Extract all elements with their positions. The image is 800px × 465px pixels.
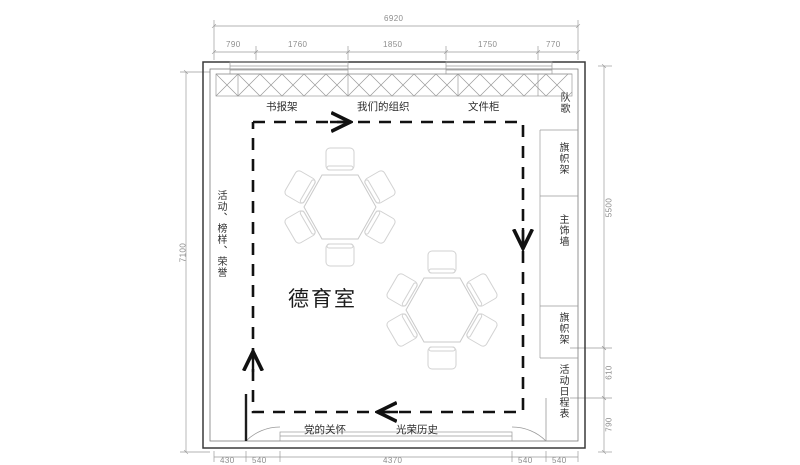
hexagon-table-lower xyxy=(386,250,498,370)
dim-top-seg-2: 1760 xyxy=(288,40,308,49)
hexagon-table-upper xyxy=(284,147,396,267)
label-right-flag-stand-upper: 旗帜架 xyxy=(557,142,568,175)
label-right-activity-schedule: 活动日程表 xyxy=(557,364,568,419)
dim-top-seg-5: 770 xyxy=(546,40,561,49)
dim-bottom-seg-4: 540 xyxy=(518,456,533,465)
dim-right-seg-2: 610 xyxy=(604,365,614,380)
dim-bottom-seg-5: 540 xyxy=(552,456,567,465)
outer-wall xyxy=(202,61,586,449)
dimension-chain-right xyxy=(570,63,612,455)
dim-bottom-seg-2: 540 xyxy=(252,456,267,465)
dim-right-seg-1: 5500 xyxy=(604,197,614,218)
label-top-organization: 我们的组织 xyxy=(357,101,410,113)
dim-top-overall: 6920 xyxy=(384,14,404,23)
chair-set-lower xyxy=(386,250,498,370)
label-top-team-song: 队歌 xyxy=(558,92,569,114)
dimension-chain-top xyxy=(211,20,581,60)
right-wall-features xyxy=(539,129,578,359)
dimension-chain-left xyxy=(180,69,210,455)
label-top-file-cabinet: 文件柜 xyxy=(468,101,500,113)
chair-set-upper xyxy=(284,147,396,267)
door-bottom-right xyxy=(511,398,547,442)
room-title: 德育室 xyxy=(288,287,357,311)
top-truss-band xyxy=(215,73,573,97)
dim-bottom-seg-3: 4370 xyxy=(383,456,403,465)
label-top-bookrack: 书报架 xyxy=(266,101,298,113)
circulation-arrows xyxy=(253,122,523,412)
dim-left-overall: 7100 xyxy=(178,242,188,263)
dim-top-seg-4: 1750 xyxy=(478,40,498,49)
door-bottom-left xyxy=(244,394,281,442)
label-bottom-glorious-history: 光荣历史 xyxy=(396,424,438,436)
dimension-chain-bottom xyxy=(213,451,579,462)
dim-right-seg-3: 790 xyxy=(604,417,614,432)
dim-top-seg-3: 1850 xyxy=(383,40,403,49)
bottom-wall-strip xyxy=(279,431,513,442)
label-bottom-party-care: 党的关怀 xyxy=(304,424,346,436)
circulation-path xyxy=(251,120,525,414)
top-cabinet-strips xyxy=(229,61,553,75)
dim-top-seg-1: 790 xyxy=(226,40,241,49)
dim-bottom-seg-1: 430 xyxy=(220,456,235,465)
label-right-flag-stand-lower: 旗帜架 xyxy=(557,312,568,345)
label-right-main-feature-wall: 主饰墙 xyxy=(557,214,568,247)
label-left-activities-models-honors: 活动、榜样、荣誉 xyxy=(215,190,226,278)
